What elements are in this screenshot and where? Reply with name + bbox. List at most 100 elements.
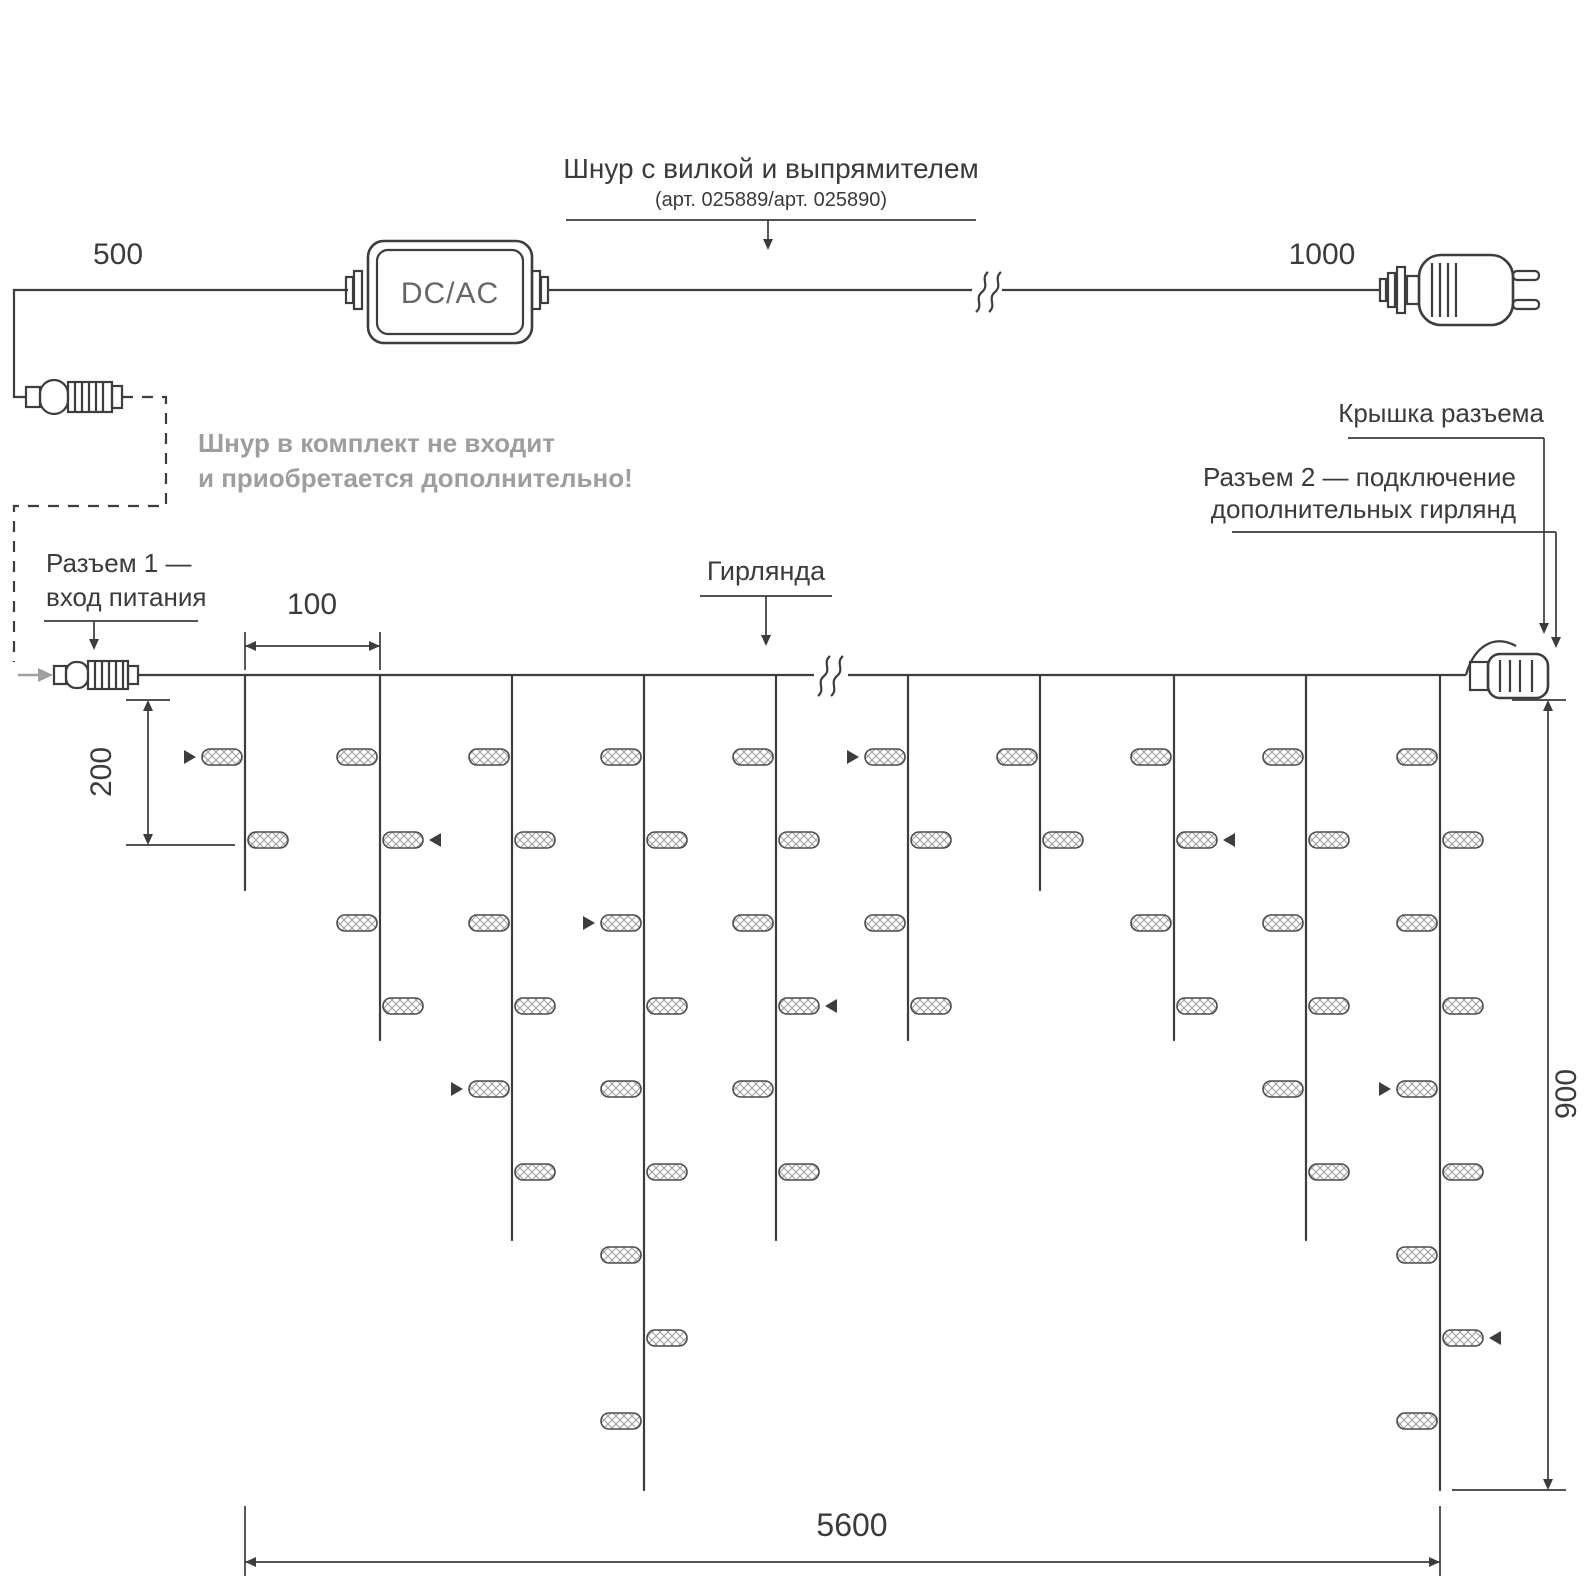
- conn2-label-line2: дополнительных гирлянд: [1211, 494, 1516, 524]
- dim-1000-label: 1000: [1289, 238, 1356, 271]
- led-bulb: [1130, 748, 1172, 766]
- dim-5600-label: 5600: [816, 1507, 887, 1543]
- dimensions: 100 200 900 5600: [85, 588, 1583, 1576]
- led-bulb: [778, 831, 820, 849]
- twinkle-arrow-icon: [1379, 1082, 1391, 1096]
- led-bulb: [646, 1329, 688, 1347]
- led-bulb: [1396, 1412, 1438, 1430]
- dim-lines: [244, 1506, 1441, 1576]
- led-bulb: [201, 748, 243, 766]
- led-bulb: [600, 1080, 642, 1098]
- dim-lines: [244, 632, 381, 670]
- led-bulb: [732, 914, 774, 932]
- dim-5600: 5600: [244, 1506, 1441, 1576]
- garland-label: Гирлянда: [707, 556, 826, 586]
- led-bulb: [1308, 1163, 1350, 1181]
- note-line1: Шнур в комплект не входит: [198, 428, 555, 458]
- led-bulb: [646, 1163, 688, 1181]
- led-bulb: [1042, 831, 1084, 849]
- led-bulb: [1442, 831, 1484, 849]
- led-bulb: [336, 748, 378, 766]
- power-plug: [1378, 253, 1541, 327]
- led-bulb: [600, 748, 642, 766]
- garland-wire-section: [52, 640, 1550, 1492]
- led-bulb: [600, 1412, 642, 1430]
- dim-100: 100: [244, 588, 381, 670]
- connector-stub: [52, 664, 68, 686]
- connector-pill: [64, 660, 90, 690]
- led-bulb: [600, 1246, 642, 1264]
- dim-200: 200: [85, 699, 235, 846]
- cord-collar: [539, 275, 550, 305]
- garland-input-connector: [52, 659, 140, 691]
- dim-200-label: 200: [85, 747, 118, 797]
- dcac-inner: [375, 248, 525, 336]
- led-bulb: [646, 831, 688, 849]
- twinkle-arrow-icon: [1223, 833, 1235, 847]
- led-bulb: [1396, 1246, 1438, 1264]
- plug-grip-ridges: [1430, 263, 1458, 317]
- led-bulb: [1308, 831, 1350, 849]
- led-bulb: [514, 831, 556, 849]
- led-bulb: [778, 1163, 820, 1181]
- arrow-left-icon: [245, 1557, 256, 1567]
- led-bulb: [1442, 1163, 1484, 1181]
- cap-leader: [1348, 437, 1545, 624]
- dim-900: 900: [1452, 699, 1583, 1491]
- led-bulb: [646, 997, 688, 1015]
- led-bulb: [514, 997, 556, 1015]
- led-bulb: [1396, 748, 1438, 766]
- break-symbol: [988, 271, 1002, 313]
- twinkle-arrow-icon: [451, 1082, 463, 1096]
- dim-lines: [1452, 699, 1566, 1491]
- led-bulb: [600, 914, 642, 932]
- connector-stub: [24, 385, 42, 409]
- arrow-down-icon: [761, 635, 771, 646]
- gray-arrow-icon: [38, 668, 53, 682]
- conn2-leader: [1232, 531, 1557, 638]
- twinkle-arrow-icon: [1489, 1331, 1501, 1345]
- dim-500-label: 500: [93, 238, 143, 271]
- cord-label: Шнур с вилкой и выпрямителем: [563, 153, 979, 184]
- cord-callout: Шнур с вилкой и выпрямителем (арт. 02588…: [563, 153, 979, 250]
- arrow-right-icon: [1429, 1557, 1440, 1567]
- led-bulb: [1176, 831, 1218, 849]
- cap-wire-loop: [1464, 640, 1517, 676]
- arrow-left-icon: [245, 641, 256, 651]
- cord-art-label: (арт. 025889/арт. 025890): [655, 189, 887, 211]
- break-symbol: [817, 655, 831, 697]
- led-bulb: [732, 748, 774, 766]
- led-bulb: [382, 831, 424, 849]
- dim-lines: [126, 699, 235, 846]
- led-bulb: [336, 914, 378, 932]
- break-symbol: [830, 655, 844, 697]
- led-bulb: [468, 748, 510, 766]
- cord-end-connector: [24, 378, 124, 416]
- arrow-down-icon: [1551, 637, 1561, 648]
- right-callouts: Крышка разъема Разъем 2 — подключение до…: [1203, 398, 1561, 648]
- arrow-right-icon: [369, 641, 380, 651]
- dim-900-label: 900: [1550, 1069, 1583, 1119]
- cord-left-wire: [12, 288, 348, 399]
- arrow-up-icon: [1543, 700, 1553, 711]
- garland-end-connector: [1464, 640, 1550, 700]
- arrow-down-icon: [89, 639, 99, 650]
- conn1-label-line2: вход питания: [46, 582, 206, 612]
- cord-collar: [352, 269, 364, 311]
- led-bulb: [1442, 1329, 1484, 1347]
- conn1-leader: [44, 620, 198, 640]
- led-bulb: [1262, 1080, 1304, 1098]
- led-bulb: [910, 997, 952, 1015]
- led-bulb: [1130, 914, 1172, 932]
- led-bulb: [1176, 997, 1218, 1015]
- led-bulb: [778, 997, 820, 1015]
- arrow-up-icon: [143, 700, 153, 711]
- led-bulb: [910, 831, 952, 849]
- note-line2: и приобретается дополнительно!: [198, 463, 633, 493]
- led-bulb: [1262, 914, 1304, 932]
- dim-100-label: 100: [287, 588, 337, 621]
- left-callouts: Разъем 1 — вход питания Гирлянда: [44, 548, 832, 650]
- cap-label: Крышка разъема: [1338, 398, 1544, 428]
- plug-collar: [1378, 277, 1388, 303]
